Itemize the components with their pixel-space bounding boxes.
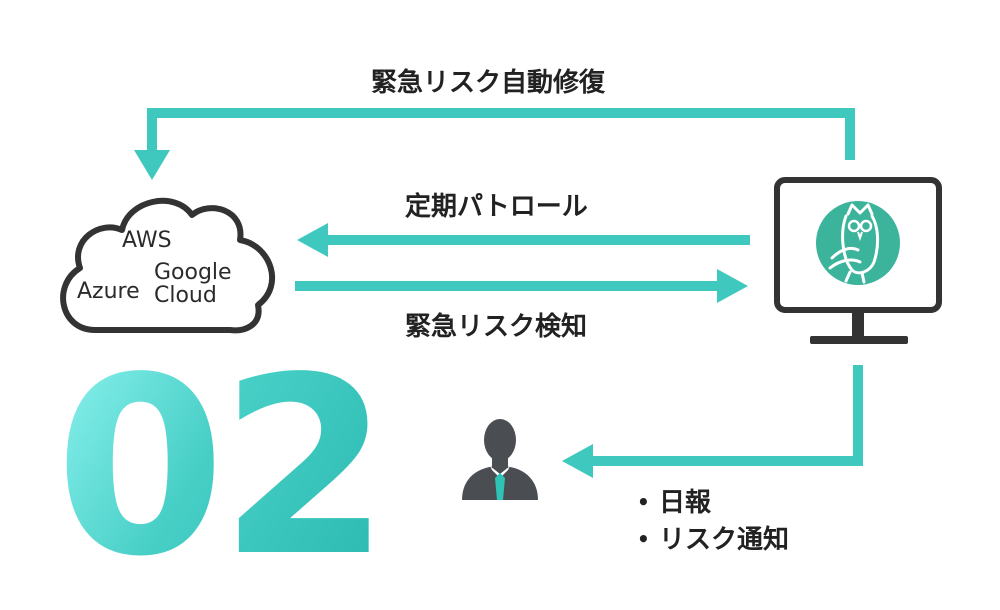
detect-label: 緊急リスク検知 bbox=[405, 312, 588, 342]
cloud-icon bbox=[60, 197, 276, 334]
cloud-provider-azure: Azure bbox=[77, 279, 140, 304]
auto-repair-arrow bbox=[147, 108, 855, 160]
detect-arrowhead bbox=[717, 269, 748, 303]
report-list: 日報 リスク通知 bbox=[637, 484, 789, 558]
cloud-provider-aws: AWS bbox=[122, 228, 172, 253]
report-item-daily: 日報 bbox=[637, 484, 789, 521]
patrol-label: 定期パトロール bbox=[405, 192, 588, 222]
auto-repair-label: 緊急リスク自動修復 bbox=[371, 68, 606, 98]
report-arrow bbox=[590, 365, 863, 466]
report-item-risk-notice: リスク通知 bbox=[637, 521, 789, 558]
report-arrowhead bbox=[562, 444, 593, 478]
step-number: 02 bbox=[55, 325, 390, 610]
owl-logo bbox=[816, 201, 900, 285]
auto-repair-arrowhead bbox=[134, 150, 170, 180]
person-icon bbox=[462, 419, 538, 500]
cloud-provider-google-cloud: Google Cloud bbox=[154, 260, 232, 309]
patrol-arrowhead bbox=[297, 223, 328, 257]
